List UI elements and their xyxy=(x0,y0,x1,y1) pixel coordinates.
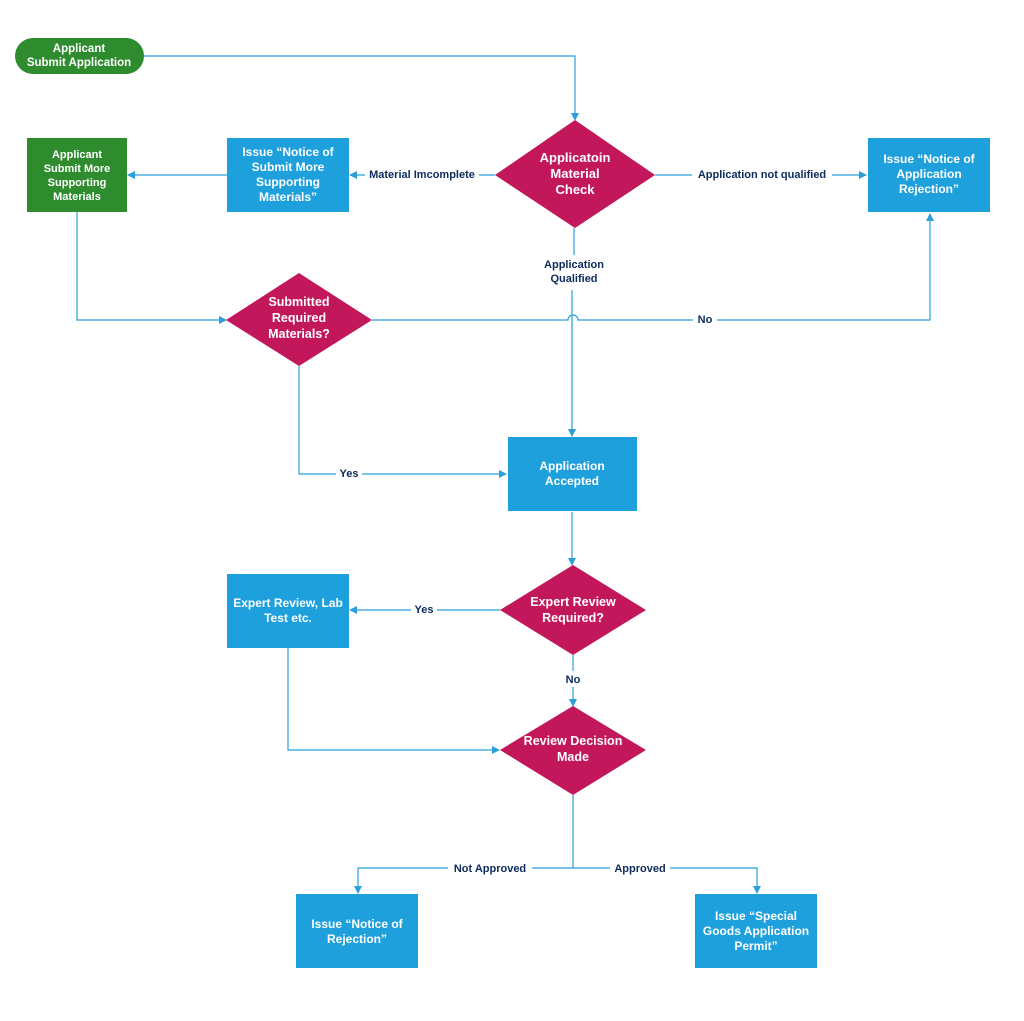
decision-material-check[interactable]: Applicatoin Material Check xyxy=(495,120,655,228)
connector-applicant-more-to-submitted xyxy=(76,212,227,324)
edge-label-not-qualified: Application not qualified xyxy=(698,169,826,181)
decision-expert-line-2: Required? xyxy=(542,611,604,625)
process-expert-review[interactable]: Expert Review, Lab Test etc. xyxy=(227,574,349,648)
decision-submitted-required[interactable]: Submitted Required Materials? xyxy=(226,273,372,366)
decision-submitted-line-3: Materials? xyxy=(268,327,330,341)
decision-expert-line-1: Expert Review xyxy=(530,595,616,609)
decision-submitted-line-2: Required xyxy=(272,311,326,325)
notice-submit-more-line-1: Issue “Notice of xyxy=(242,145,334,159)
applicant-submit-more-line-2: Submit More xyxy=(44,163,111,175)
notice-rejection-line-1: Issue “Notice of xyxy=(311,917,403,931)
decision-material-check-line-2: Material xyxy=(550,166,599,181)
edge-label-no-expert: No xyxy=(566,674,581,686)
process-applicant-submit-more[interactable]: Applicant Submit More Supporting Materia… xyxy=(27,138,127,212)
decision-expert-required[interactable]: Expert Review Required? xyxy=(500,565,646,655)
process-application-accepted[interactable]: Application Accepted xyxy=(508,437,637,511)
connector-submitted-yes-to-accepted xyxy=(298,366,507,478)
notice-submit-more-line-3: Supporting xyxy=(256,175,320,189)
edge-label-material-incomplete: Material Imcomplete xyxy=(369,169,475,181)
edge-label-qualified-line-1: Application xyxy=(544,259,604,271)
notice-app-rejection-line-3: Rejection” xyxy=(899,182,959,196)
connector-expert-review-to-decision xyxy=(287,648,500,754)
edge-label-yes-expert: Yes xyxy=(415,604,434,616)
process-notice-submit-more[interactable]: Issue “Notice of Submit More Supporting … xyxy=(227,138,349,212)
decision-submitted-line-1: Submitted xyxy=(268,295,329,309)
decision-material-check-line-1: Applicatoin xyxy=(540,150,611,165)
edge-label-no-materials: No xyxy=(698,314,713,326)
notice-app-rejection-line-1: Issue “Notice of xyxy=(883,152,975,166)
decision-material-check-line-3: Check xyxy=(555,182,595,197)
applicant-submit-more-line-4: Materials xyxy=(53,191,101,203)
expert-review-line-1: Expert Review, Lab xyxy=(233,596,343,610)
permit-line-1: Issue “Special xyxy=(715,909,797,923)
start-node-line-1: Applicant xyxy=(53,43,106,55)
notice-submit-more-line-2: Submit More xyxy=(252,160,325,174)
start-node[interactable]: Applicant Submit Application xyxy=(15,38,144,74)
decision-review-line-1: Review Decision xyxy=(524,734,623,748)
application-accepted-line-2: Accepted xyxy=(545,474,599,488)
process-notice-rejection[interactable]: Issue “Notice of Rejection” xyxy=(296,894,418,968)
expert-review-line-2: Test etc. xyxy=(264,611,312,625)
decision-review-made[interactable]: Review Decision Made xyxy=(500,706,646,795)
connector-check-qualified-to-accepted xyxy=(572,228,574,436)
application-accepted-line-1: Application xyxy=(539,459,604,473)
permit-line-2: Goods Application xyxy=(703,924,809,938)
applicant-submit-more-line-1: Applicant xyxy=(52,149,102,161)
edge-label-not-approved: Not Approved xyxy=(454,863,526,875)
applicant-submit-more-line-3: Supporting xyxy=(48,177,107,189)
connector-submitted-no-to-app-rejection xyxy=(372,213,934,321)
edge-label-qualified-line-2: Qualified xyxy=(550,273,597,285)
process-issue-permit[interactable]: Issue “Special Goods Application Permit” xyxy=(695,894,817,968)
notice-app-rejection-line-2: Application xyxy=(896,167,961,181)
notice-submit-more-line-4: Materials” xyxy=(259,190,317,204)
edge-label-yes-materials: Yes xyxy=(340,468,359,480)
connectors xyxy=(76,55,934,894)
decision-review-line-2: Made xyxy=(557,750,589,764)
connector-start-to-check xyxy=(144,55,579,121)
edge-label-approved: Approved xyxy=(614,863,665,875)
permit-line-3: Permit” xyxy=(734,939,777,953)
process-notice-application-rejection[interactable]: Issue “Notice of Application Rejection” xyxy=(868,138,990,212)
edge-labels: Material Imcomplete Application not qual… xyxy=(336,166,832,876)
notice-rejection-line-2: Rejection” xyxy=(327,932,387,946)
start-node-line-2: Submit Application xyxy=(27,57,131,69)
